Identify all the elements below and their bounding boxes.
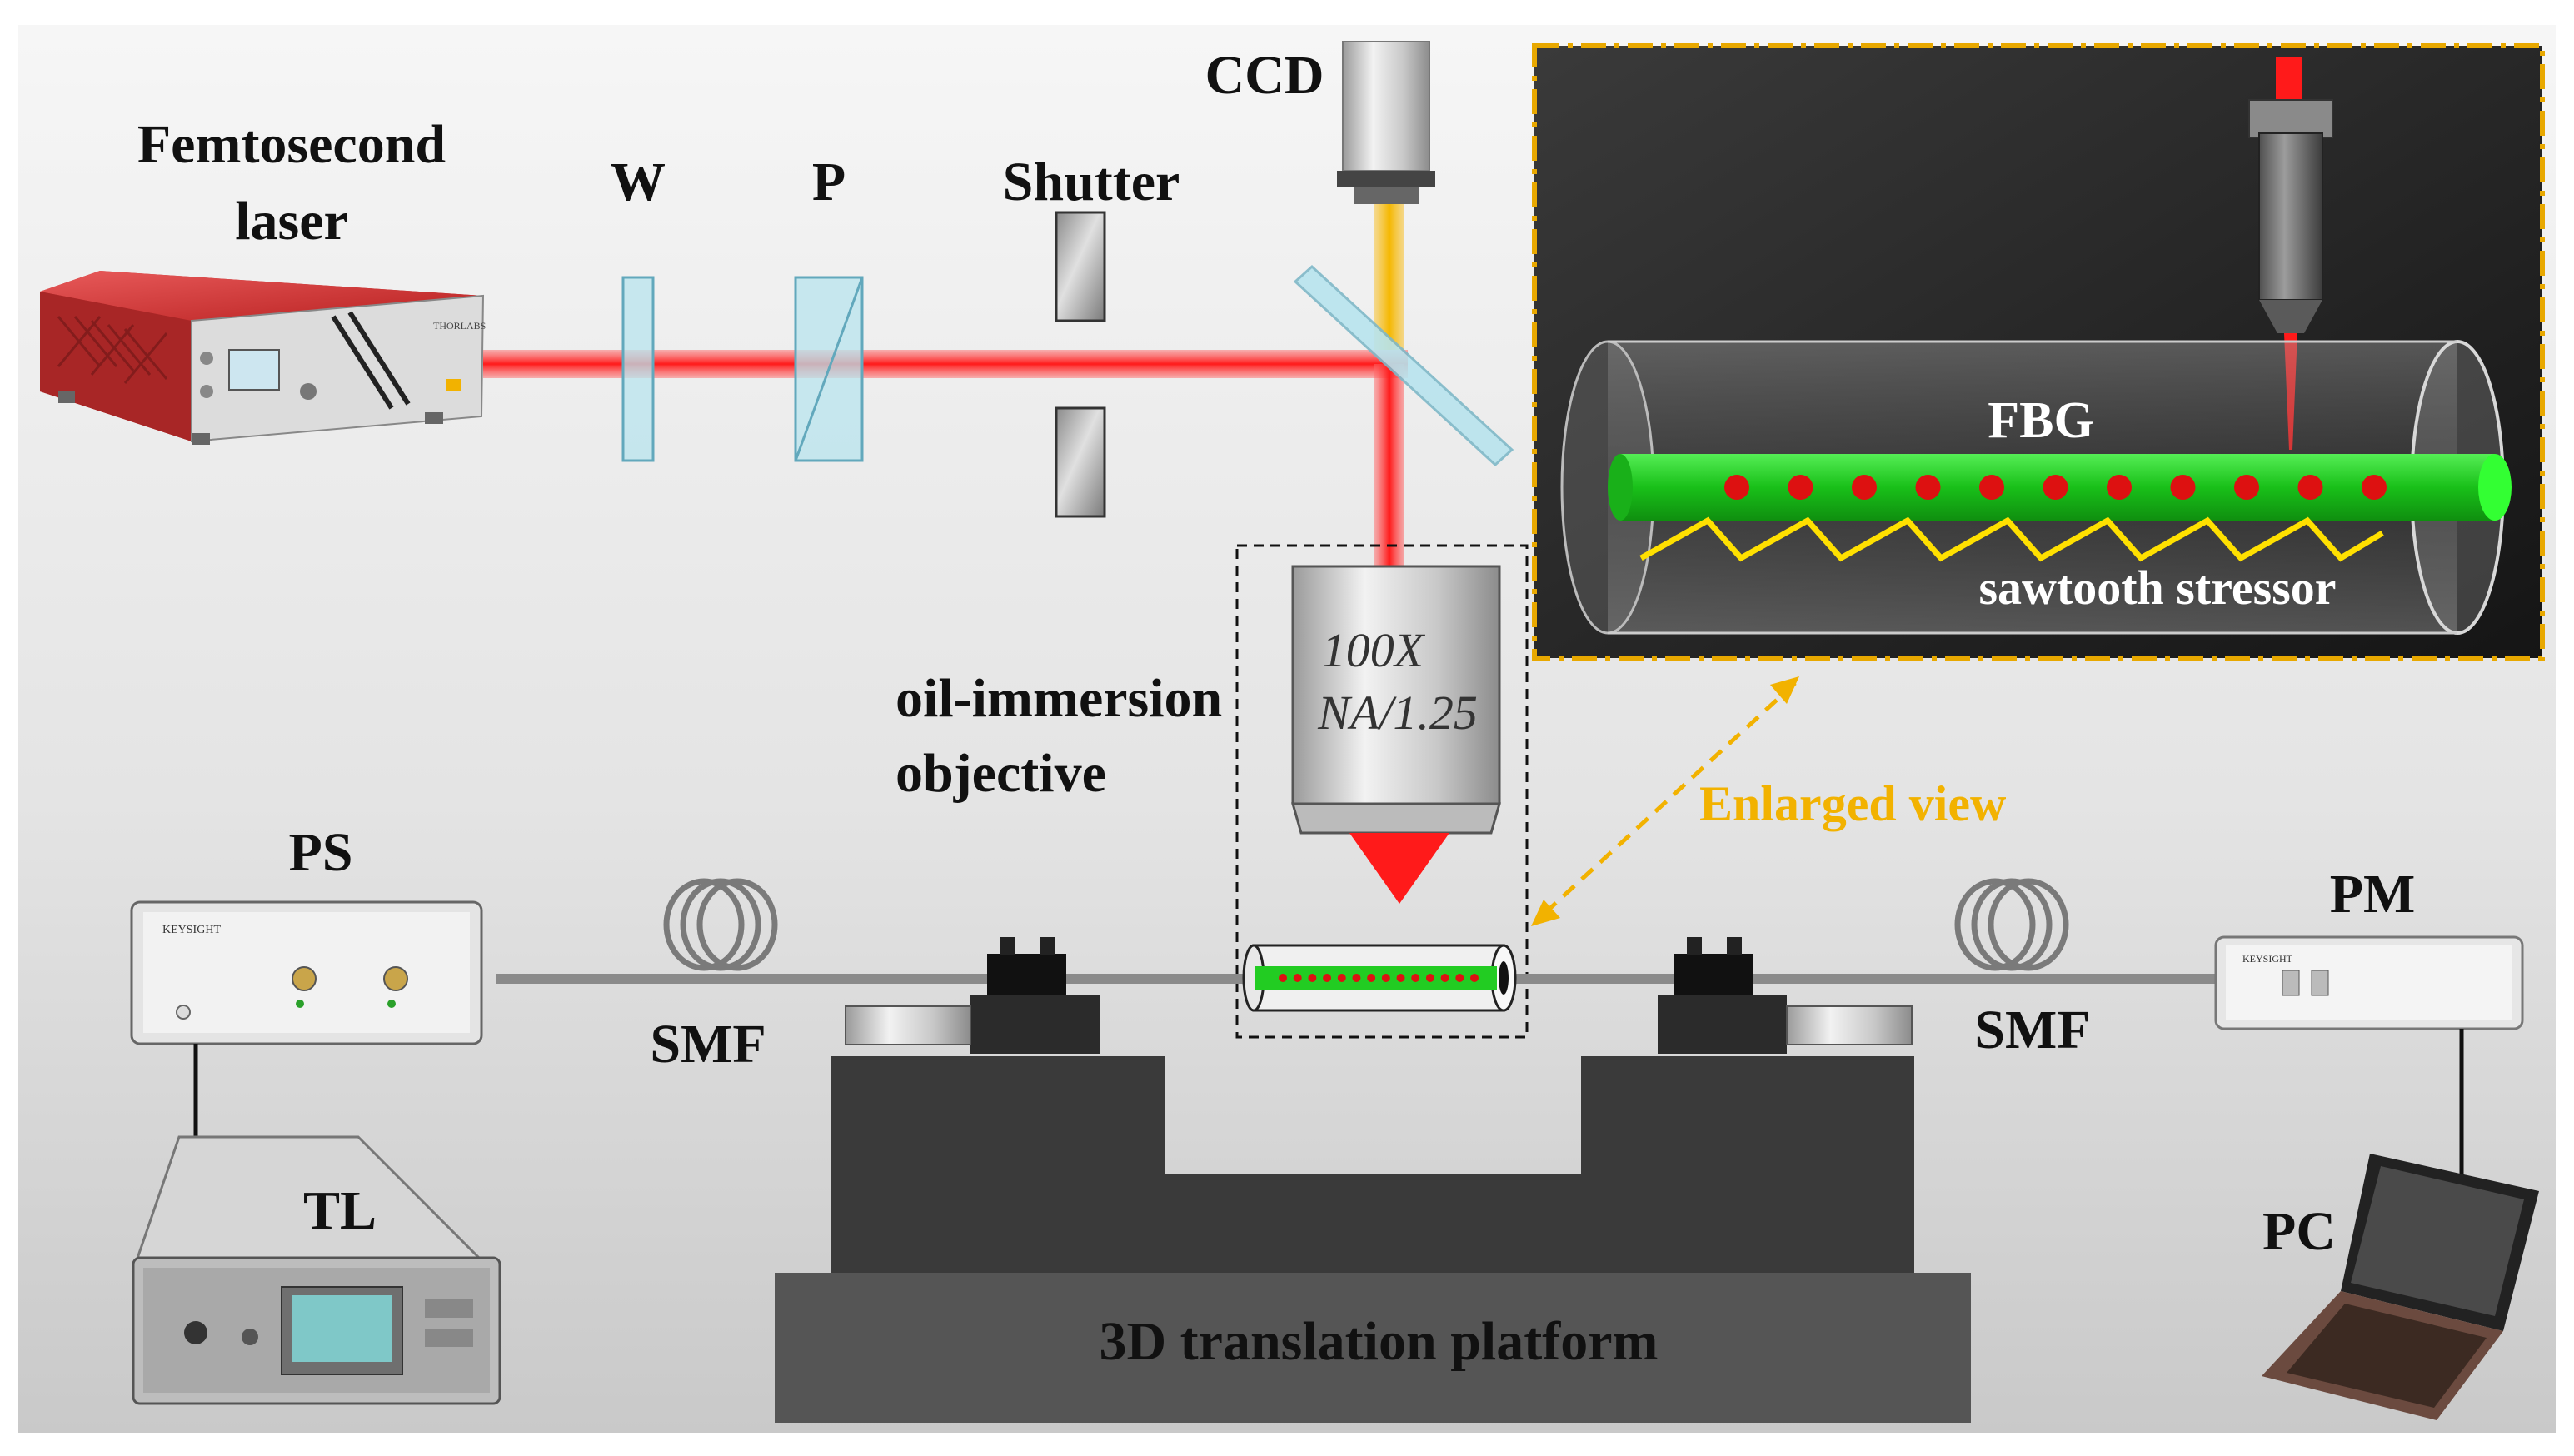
platform-label: 3D translation platform — [1100, 1311, 1659, 1372]
objective-label-line2: objective — [895, 743, 1106, 804]
fiber-grating-dot — [1279, 974, 1287, 982]
enlarged-view-inset: FBG sawtooth stressor — [1532, 43, 2545, 661]
ccd-label: CCD — [1205, 45, 1324, 106]
enlarged-view-arrow — [1531, 676, 1799, 926]
ccd-camera — [1337, 41, 1435, 204]
inset-grating-dot — [1788, 475, 1813, 500]
laptop-pc — [2262, 1154, 2539, 1420]
objective-lens — [1291, 565, 1501, 904]
smf-left-label: SMF — [650, 1014, 766, 1075]
fiber-grating-dot — [1367, 974, 1376, 982]
platform-base — [775, 1273, 1971, 1423]
fiber-grating-dot — [1455, 974, 1464, 982]
smf-right-label: SMF — [1974, 1000, 2090, 1060]
objective-na: NA/1.25 — [1317, 686, 1478, 740]
femtosecond-laser-label-line1: Femtosecond — [137, 114, 446, 175]
sawtooth-stressor-line — [1639, 516, 2384, 562]
inset-grating-dot — [2234, 475, 2259, 500]
fiber-grating-dot — [1323, 974, 1332, 982]
ps-brand-label: KEYSIGHT — [162, 924, 221, 936]
fiber-holder-right — [1658, 937, 1913, 1054]
focused-beam-cone — [1349, 833, 1449, 904]
fiber-grating-dot — [1396, 974, 1405, 982]
sawtooth-stressor-label: sawtooth stressor — [1978, 561, 2336, 615]
fiber-grating-dot — [1293, 974, 1302, 982]
inset-fiber-cylinder — [1560, 340, 2512, 635]
smf-coil-right — [1954, 878, 2069, 971]
fiber-grating-dot — [1470, 974, 1479, 982]
waveplate-label: W — [611, 152, 666, 212]
power-meter: KEYSIGHT — [2214, 935, 2524, 1030]
objective-label-line1: oil-immersion — [895, 668, 1222, 729]
inset-grating-dot — [1724, 475, 1749, 500]
platform-top-stage — [831, 1056, 1914, 1276]
pc-label: PC — [2262, 1201, 2336, 1262]
ccd-beam — [1374, 200, 1404, 350]
polarization-scrambler: KEYSIGHT — [130, 900, 483, 1045]
inset-grating-dot — [2107, 475, 2132, 500]
femtosecond-laser: THORLABS — [40, 271, 486, 445]
femtosecond-laser-label-line2: laser — [235, 191, 348, 252]
tl-label: TL — [303, 1180, 377, 1241]
inset-grating-dot — [1915, 475, 1941, 500]
polarizer-label: P — [812, 152, 846, 212]
fiber-grating-dot — [1337, 974, 1346, 982]
laser-brand-label: THORLABS — [433, 320, 486, 332]
tunable-laser — [131, 1135, 501, 1405]
shutter-blade-bottom — [1055, 406, 1106, 518]
inset-grating-dot — [1979, 475, 2004, 500]
smf-coil-left — [663, 878, 778, 971]
inset-grating-dot — [2170, 475, 2196, 500]
waveplate — [621, 276, 655, 462]
shutter-label: Shutter — [1003, 152, 1180, 212]
inset-grating-dots — [1724, 475, 2387, 500]
fiber-grating-dot — [1425, 974, 1434, 982]
inset-grating-dot — [2043, 475, 2068, 500]
objective-magnification: 100X — [1322, 623, 1426, 677]
polarizer — [794, 276, 864, 462]
inset-objective — [2248, 57, 2333, 450]
laser-beam-vertical — [1374, 364, 1404, 572]
pm-label: PM — [2330, 864, 2416, 925]
inset-grating-dot — [2297, 475, 2323, 500]
fiber-holder-left — [845, 937, 1100, 1054]
ps-label: PS — [288, 822, 352, 883]
objective-dashed-frame — [1235, 544, 1529, 1039]
inset-grating-dot — [1852, 475, 1877, 500]
fiber-grating-dot — [1440, 974, 1449, 982]
dichroic-mirror — [1293, 264, 1514, 467]
fiber-sample — [1242, 944, 1517, 1012]
fiber-grating-dot — [1308, 974, 1317, 982]
pm-brand-label: KEYSIGHT — [2242, 953, 2293, 965]
inset-grating-dot — [2362, 475, 2387, 500]
fiber-grating-dot — [1381, 974, 1390, 982]
fbg-label: FBG — [1988, 392, 2093, 449]
fiber-grating-dot — [1411, 974, 1420, 982]
fiber-grating-dots — [1279, 974, 1479, 982]
enlarged-view-label: Enlarged view — [1699, 776, 2007, 831]
shutter-blade-top — [1055, 211, 1106, 322]
enlarged-view-border — [1532, 43, 2545, 661]
fiber-grating-dot — [1352, 974, 1361, 982]
